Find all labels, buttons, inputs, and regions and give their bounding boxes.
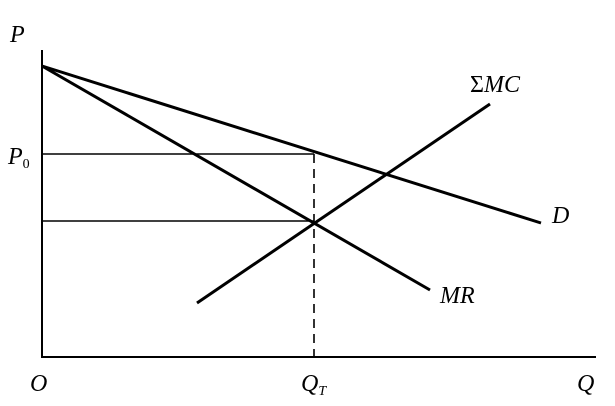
y-axis-label: P: [9, 22, 25, 48]
qt-label-main: Q: [301, 371, 318, 397]
p0-label-main: P: [7, 144, 23, 170]
x-axis-label: Q: [577, 371, 594, 397]
sigma-mc-curve: [196, 102, 491, 305]
origin-label: O: [30, 371, 47, 397]
marginal-revenue-curve: [41, 64, 431, 292]
demand-curve: [41, 64, 542, 225]
mr-label: MR: [439, 283, 475, 309]
sigma-mc-label: ΣMC: [470, 72, 521, 98]
qt-label-sub: T: [318, 384, 327, 399]
p0-label-sub: 0: [23, 157, 30, 172]
demand-label: D: [551, 203, 569, 229]
sigma-mc-text: MC: [483, 72, 521, 98]
p0-label: P0: [7, 144, 30, 172]
qt-label: QT: [301, 371, 327, 399]
sigma-symbol: Σ: [470, 72, 484, 98]
